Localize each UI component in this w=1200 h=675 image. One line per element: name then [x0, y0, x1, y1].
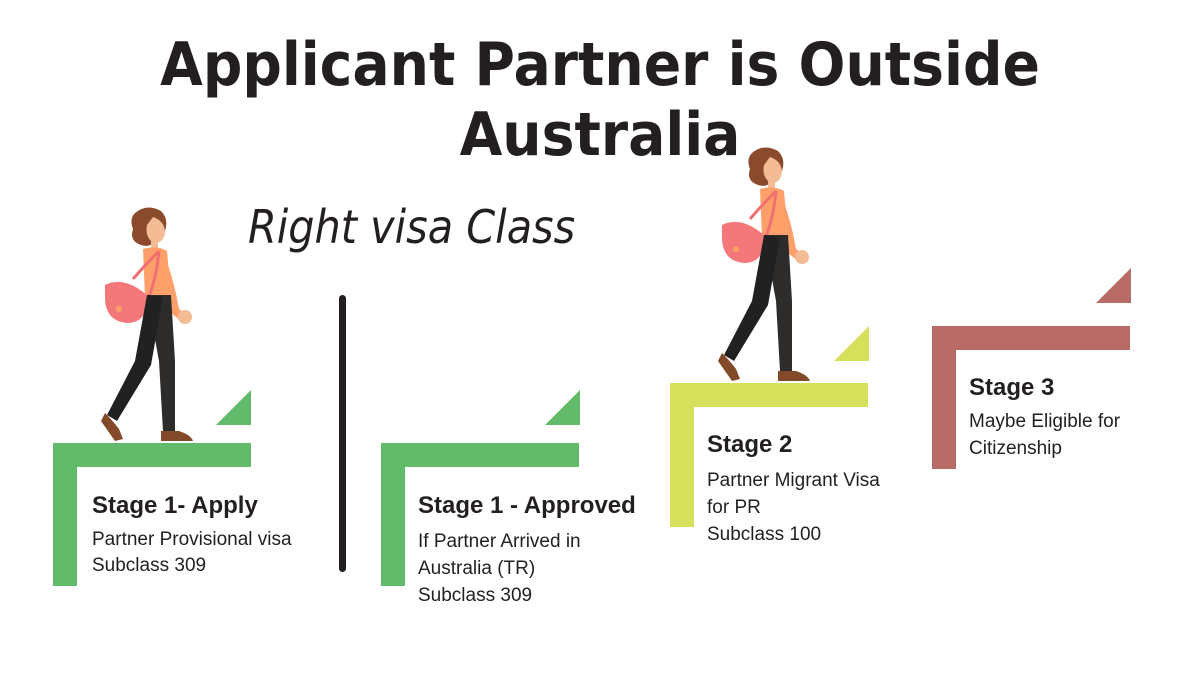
- subtitle: Right visa Class: [248, 200, 576, 254]
- stage-desc-line: Partner Provisional visa: [92, 529, 292, 550]
- stage-title: Stage 2: [707, 431, 793, 458]
- stage-desc-line: Citizenship: [969, 438, 1062, 459]
- stage-desc-line: Partner Migrant Visa: [707, 470, 880, 491]
- stage-desc-line: for PR: [707, 497, 761, 518]
- step-bar-horizontal: [53, 443, 251, 467]
- stage-title: Stage 1- Apply: [92, 492, 258, 519]
- triangle-marker-icon: [545, 390, 580, 425]
- stage-desc-line: If Partner Arrived in: [418, 531, 581, 552]
- stage-desc-line: Subclass 309: [418, 585, 533, 606]
- page-title: Applicant Partner is Outside Australia: [160, 30, 1040, 170]
- stage-desc-line: Australia (TR): [418, 558, 536, 579]
- step-bar-horizontal: [932, 326, 1130, 350]
- step-bar-vertical: [381, 443, 405, 586]
- stage-desc-line: Subclass 309: [92, 555, 207, 576]
- stage-desc-line: Maybe Eligible for: [969, 411, 1121, 432]
- triangle-marker-icon: [216, 390, 251, 425]
- stage-title: Stage 1 - Approved: [418, 492, 636, 519]
- walking-woman-icon: [718, 147, 810, 381]
- triangle-marker-icon: [834, 326, 869, 361]
- walking-woman-icon: [101, 207, 193, 441]
- step-bar-vertical: [932, 326, 956, 469]
- stage-title: Stage 3: [969, 374, 1055, 401]
- step-bar-horizontal: [670, 383, 868, 407]
- step-bar-vertical: [53, 443, 77, 586]
- triangle-marker-icon: [1096, 268, 1131, 303]
- step-bar-horizontal: [381, 443, 579, 467]
- step-bar-vertical: [670, 383, 694, 527]
- divider-line: [339, 295, 346, 572]
- stage-desc-line: Subclass 100: [707, 524, 822, 545]
